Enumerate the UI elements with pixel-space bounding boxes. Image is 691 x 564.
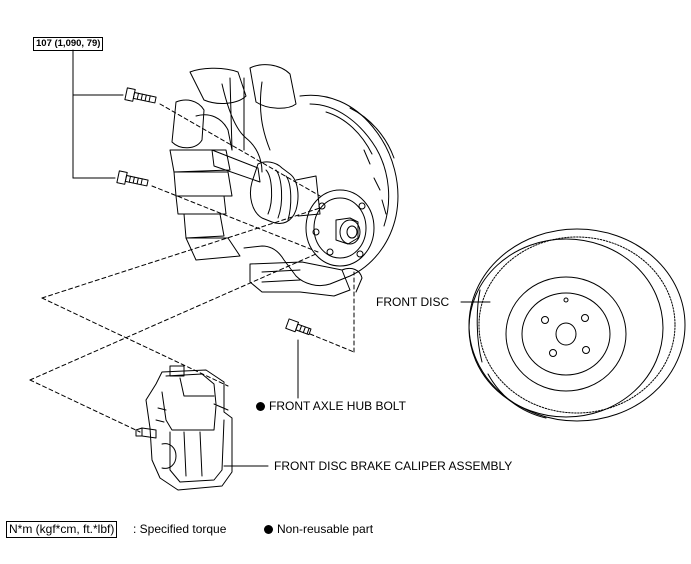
front-axle-hub-bolt-text: FRONT AXLE HUB BOLT	[269, 399, 406, 413]
label-leader-lines	[223, 301, 491, 467]
front-disc-label: FRONT DISC	[376, 295, 450, 309]
torque-spec-box: 107 (1,090, 79)	[33, 37, 104, 51]
brake-caliper-assembly	[135, 365, 233, 491]
caliper-upper-bolt	[124, 87, 157, 104]
non-reusable-dot-icon	[264, 525, 273, 534]
non-reusable-legend-text: Non-reusable part	[277, 522, 374, 536]
steering-knuckle-assembly	[169, 64, 399, 297]
front-disc-rotor	[468, 228, 686, 422]
caliper-assembly-label: FRONT DISC BRAKE CALIPER ASSEMBLY	[274, 459, 513, 473]
front-axle-hub-bolt-label: FRONT AXLE HUB BOLT	[256, 399, 406, 413]
torque-leader-lines	[72, 49, 124, 179]
non-reusable-legend: Non-reusable part	[264, 522, 373, 536]
specified-torque-legend-text: : Specified torque	[133, 522, 227, 536]
torque-units-legend-box: N*m (kgf*cm, ft.*lbf)	[6, 521, 118, 538]
non-reusable-dot-icon	[256, 402, 265, 411]
alignment-dashed-lines	[29, 103, 355, 433]
front-axle-hub-bolt	[285, 318, 312, 336]
caliper-lower-bolt	[116, 170, 149, 187]
